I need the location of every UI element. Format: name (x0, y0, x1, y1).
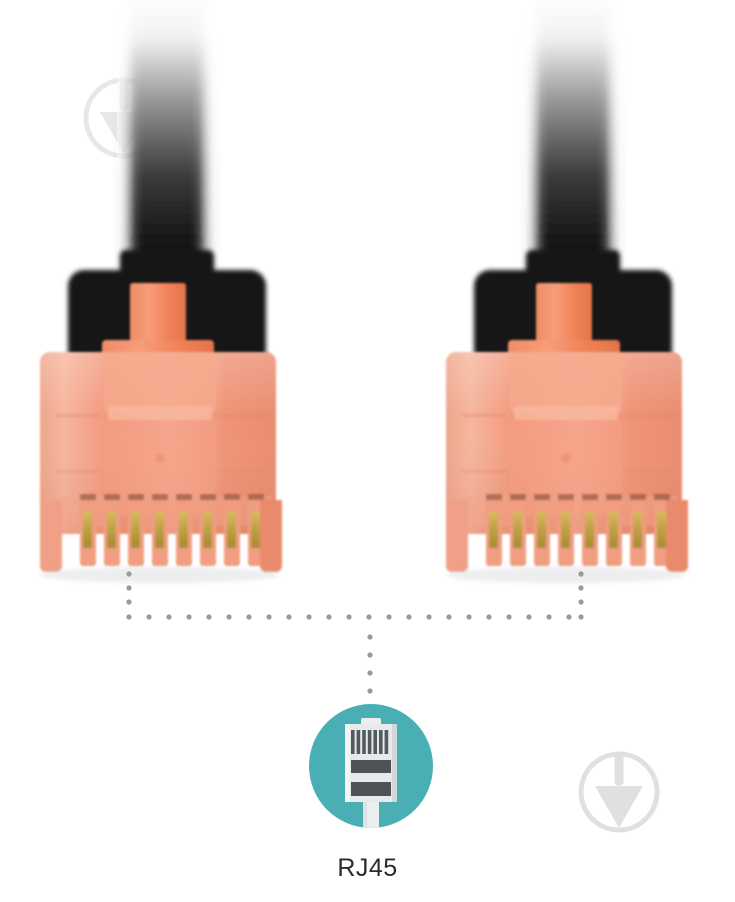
icon-bar-lower (351, 782, 391, 796)
rj45-connector-right (430, 0, 720, 600)
rj45-label: RJ45 (337, 854, 398, 882)
rj45-type-icon (309, 704, 433, 828)
icon-pin-stripes (351, 730, 389, 754)
watermark-bottom-right (573, 742, 665, 834)
rj45-connector-left (22, 0, 312, 600)
icon-bar-upper (351, 760, 391, 773)
